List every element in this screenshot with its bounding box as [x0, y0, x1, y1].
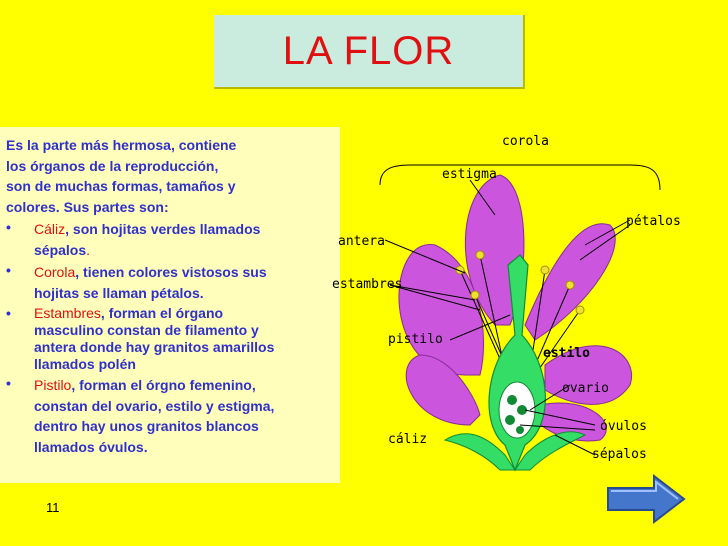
- petal: [534, 402, 607, 442]
- intro-line: los órganos de la reproducción,: [6, 157, 219, 174]
- item-text: masculino constan de filamento y: [34, 322, 259, 338]
- list-item-caliz: Cáliz, son hojitas verdes llamados sépal…: [6, 219, 336, 260]
- item-text: llamados óvulos.: [34, 438, 148, 455]
- slide-title: LA FLOR: [282, 28, 455, 73]
- intro-line: colores. Sus partes son:: [6, 198, 169, 215]
- anther: [565, 280, 575, 290]
- anther: [470, 290, 480, 300]
- text-panel: Es la parte más hermosa, contiene los ór…: [0, 127, 340, 483]
- label-pistilo: pistilo: [388, 332, 443, 347]
- term-caliz: Cáliz: [34, 221, 66, 237]
- ovules: [505, 395, 527, 434]
- label-ovulos: óvulos: [600, 419, 647, 434]
- term-pistilo: Pistilo: [34, 377, 72, 393]
- label-sepalos: sépalos: [592, 447, 647, 462]
- item-text: , tienen colores vistosos sus: [75, 264, 267, 280]
- item-text: hojitas se llaman pétalos.: [34, 284, 204, 301]
- title-box: LA FLOR: [214, 15, 525, 89]
- slide-number: 11: [46, 500, 60, 515]
- anther: [540, 265, 550, 275]
- anthers: [455, 250, 585, 315]
- anther: [575, 305, 585, 315]
- intro-line: son de muchas formas, tamaños y: [6, 178, 236, 194]
- item-text: sépalos: [34, 241, 87, 258]
- label-estigma: estigma: [442, 167, 497, 182]
- anther: [475, 250, 485, 260]
- corola-bracket: [379, 164, 661, 191]
- item-text: antera donde hay granitos amarillos: [34, 339, 275, 355]
- item-text: , son hojitas verdes llamados: [65, 221, 261, 237]
- label-estambres: estambres: [332, 277, 402, 292]
- sepals: [443, 431, 587, 471]
- item-text: .: [86, 241, 91, 258]
- item-text: dentro hay unos granitos blancos: [34, 418, 259, 434]
- list-item-pistilo: Pistilo, forman el órgno femenino, const…: [6, 375, 336, 457]
- label-caliz: cáliz: [388, 432, 427, 447]
- label-pointers: [384, 179, 631, 456]
- label-petalos: pétalos: [626, 214, 681, 229]
- item-text: constan del ovario, estilo y estigma,: [34, 397, 275, 414]
- term-corola: Corola: [34, 264, 76, 280]
- label-corola: corola: [502, 134, 549, 149]
- label-antera: antera: [338, 234, 385, 249]
- list-item-corola: Corola, tienen colores vistosos sus hoji…: [6, 262, 336, 303]
- petal: [398, 244, 485, 376]
- list-item-estambres: Estambres, forman el órgano masculino co…: [6, 305, 336, 373]
- label-estilo: estilo: [543, 346, 590, 361]
- item-text: , forman el órgano: [100, 305, 224, 321]
- item-text: , forman el órgno femenino,: [71, 377, 256, 393]
- intro-line: Es la parte más hermosa, contiene: [6, 137, 237, 153]
- flower-diagram: corola estigma pétalos antera estambres …: [332, 134, 681, 472]
- label-ovario: ovario: [562, 381, 609, 396]
- petal: [544, 345, 632, 405]
- term-estambres: Estambres: [34, 305, 101, 321]
- parts-list: Cáliz, son hojitas verdes llamados sépal…: [6, 219, 336, 457]
- item-text: llamados polén: [34, 356, 136, 372]
- petal: [405, 354, 481, 426]
- next-arrow-icon[interactable]: [606, 474, 686, 524]
